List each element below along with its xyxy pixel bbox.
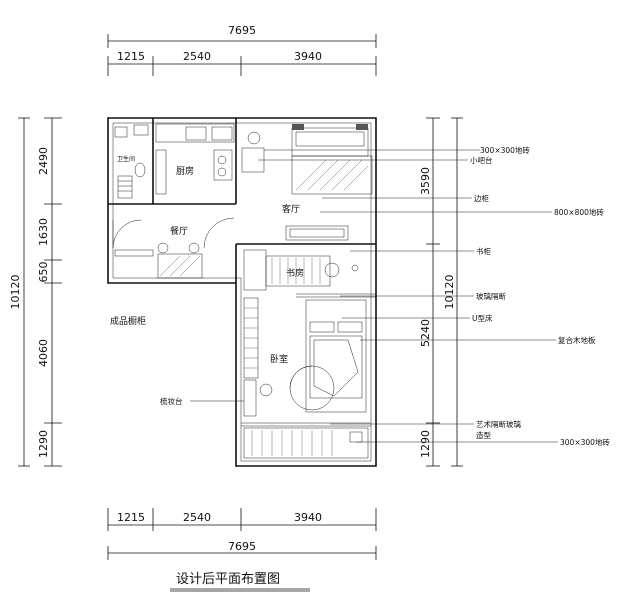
top-total-dim: 7695 <box>228 24 256 37</box>
annotation-glass-partition: 玻璃隔断 <box>476 291 506 301</box>
living-room: 客厅 <box>241 124 373 241</box>
annotations-left: 成品橱柜 梳妆台 <box>110 315 244 406</box>
room-living: 客厅 <box>282 203 300 215</box>
room-bathroom: 卫生间 <box>117 155 135 163</box>
annotation-cabinet: 成品橱柜 <box>110 315 146 327</box>
left-dim-1: 2490 <box>37 147 50 175</box>
dining-area: 餐厅 <box>112 217 235 279</box>
annotation-mini-bar: 小吧台 <box>470 155 493 165</box>
bottom-dimension-lines: 1215 2540 3940 7695 <box>107 508 377 560</box>
left-dim-4: 4060 <box>37 339 50 367</box>
bottom-dim-1: 1215 <box>117 511 145 524</box>
right-dim-1: 3590 <box>419 167 432 195</box>
room-dining: 餐厅 <box>170 225 188 237</box>
bottom-total-dim: 7695 <box>228 540 256 553</box>
annotation-laminate-floor: 复合木地板 <box>558 335 596 345</box>
top-dim-2: 2540 <box>183 50 211 63</box>
annotation-bookcase: 书柜 <box>476 246 491 256</box>
left-dim-3: 650 <box>37 262 50 283</box>
annotation-side-cabinet: 边柜 <box>474 193 489 203</box>
top-dim-3: 3940 <box>294 50 322 63</box>
annotation-feature: 造型 <box>476 430 491 440</box>
left-dimension-lines: 10120 2490 1630 650 4060 1290 <box>9 117 62 467</box>
walls <box>107 117 377 467</box>
right-dimension-lines: 3590 5240 1290 10120 <box>419 117 463 467</box>
right-total-dim: 10120 <box>443 275 456 310</box>
right-dim-3: 1290 <box>419 430 432 458</box>
left-dim-2: 1630 <box>37 218 50 246</box>
bottom-dim-2: 2540 <box>183 511 211 524</box>
bedroom: 卧室 <box>243 297 367 417</box>
room-bedroom: 卧室 <box>270 353 288 365</box>
drawing-title: 设计后平面布置图 <box>176 572 280 587</box>
room-study: 书房 <box>286 267 304 279</box>
balcony <box>243 427 369 459</box>
kitchen: 厨房 <box>155 123 235 195</box>
left-total-dim: 10120 <box>9 275 22 310</box>
right-dim-2: 5240 <box>419 319 432 347</box>
annotation-tile-800: 800×800地砖 <box>554 207 604 217</box>
study: 书房 <box>243 249 359 291</box>
top-dimension-lines: 7695 1215 2540 3940 <box>107 24 377 76</box>
annotation-tile-300-top: 300×300地砖 <box>480 145 530 155</box>
annotation-vanity: 梳妆台 <box>160 396 183 406</box>
bottom-dim-3: 3940 <box>294 511 322 524</box>
annotation-u-bed: U型床 <box>472 313 493 323</box>
title-block: 设计后平面布置图 <box>170 572 310 592</box>
room-kitchen: 厨房 <box>176 165 194 177</box>
top-dim-1: 1215 <box>117 50 145 63</box>
annotation-art-glass: 艺术隔断玻璃 <box>476 419 521 429</box>
annotations-right: 300×300地砖 小吧台 边柜 800×800地砖 书柜 玻璃隔断 U型床 复… <box>258 145 610 447</box>
annotation-tile-300-bottom: 300×300地砖 <box>560 437 610 447</box>
bathroom: 卫生间 <box>114 124 149 199</box>
left-dim-5: 1290 <box>37 430 50 458</box>
